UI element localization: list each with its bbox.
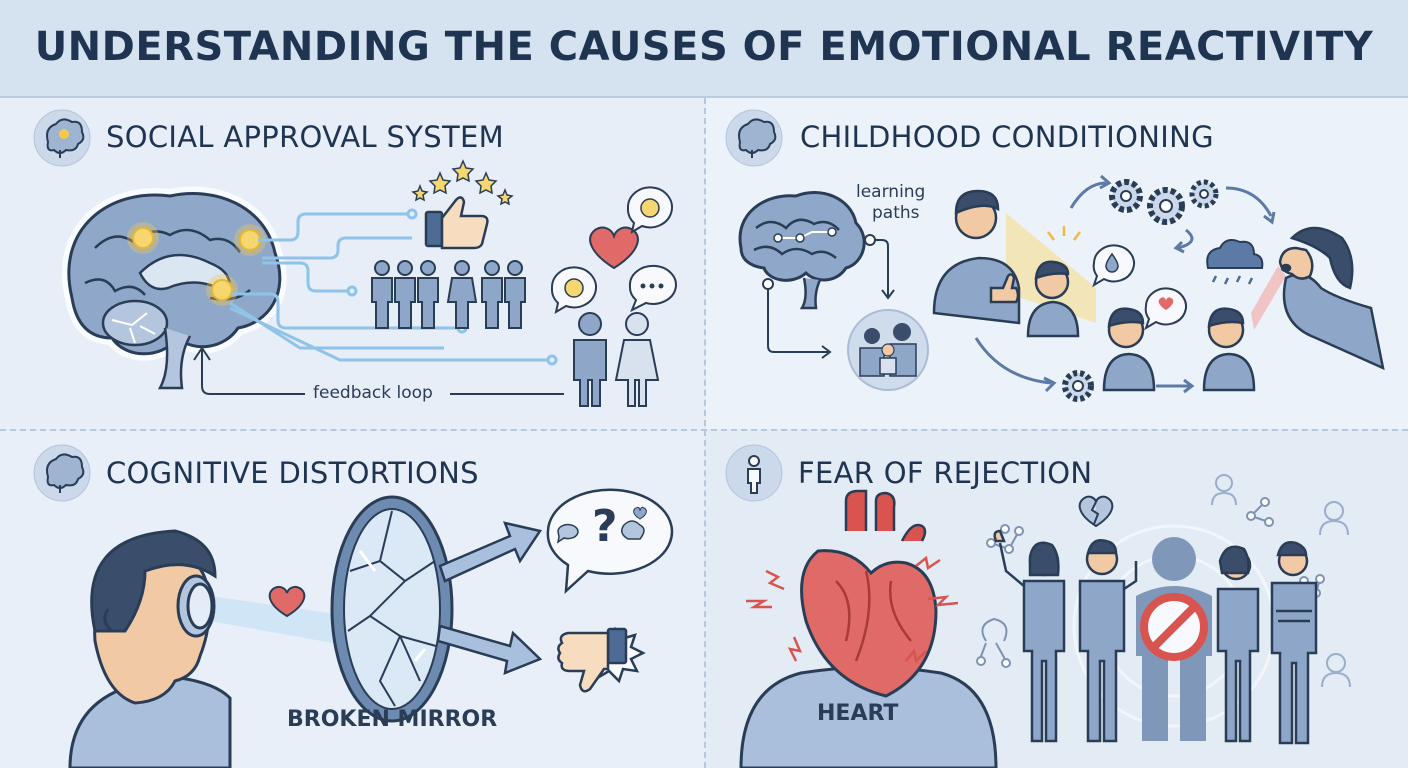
panel-fear-of-rejection: FEAR OF REJECTION HEART (706, 431, 1408, 768)
smile-speech-bubble (626, 186, 673, 235)
question-mark-icon: ? (592, 501, 618, 552)
title-bar: UNDERSTANDING THE CAUSES OF EMOTIONAL RE… (0, 0, 1408, 98)
network-icons (976, 497, 1325, 668)
faint-person-icons (1211, 474, 1351, 688)
crowd-icons (371, 260, 526, 329)
gear-icons (1062, 179, 1219, 402)
parent-figure (932, 189, 1096, 325)
family-icon (847, 309, 929, 391)
distortion-arrows (436, 521, 543, 675)
section-title-fear: FEAR OF REJECTION (798, 456, 1093, 490)
brain-illustration (738, 191, 866, 310)
vision-beam (210, 596, 350, 646)
child-figure (1202, 307, 1256, 392)
learning-paths-label-line-1: learning (856, 182, 926, 202)
section-title-social: SOCIAL APPROVAL SYSTEM (106, 120, 504, 154)
neural-connections (229, 208, 558, 366)
shouting-adult-figure (1251, 226, 1385, 371)
group-figures (993, 529, 1318, 745)
learning-path-arrows (762, 234, 895, 359)
broken-mirror (330, 495, 454, 723)
childhood-conditioning-illustration (725, 109, 1385, 402)
fear-of-rejection-illustration (725, 444, 1351, 768)
tear-speech-bubble (1092, 244, 1135, 288)
learning-paths-label-line-2: paths (872, 203, 920, 223)
panel-childhood-conditioning: CHILDHOOD CONDITIONING learning paths (706, 98, 1408, 429)
feedback-loop-label: feedback loop (313, 383, 433, 403)
child-figure (1102, 307, 1156, 392)
shock-lines (746, 555, 959, 664)
flow-arrows (974, 174, 1276, 394)
brain-illustration (61, 186, 287, 390)
panel-social-approval-system: SOCIAL APPROVAL SYSTEM feedback loop (0, 98, 704, 429)
prohibition-icon (1140, 593, 1208, 661)
sparkle-icon (1047, 226, 1081, 241)
section-title-childhood: CHILDHOOD CONDITIONING (800, 120, 1214, 154)
anatomical-heart (800, 489, 938, 698)
child-figure (1026, 260, 1080, 338)
panel-cognitive-distortions: ? COGNITIVE DISTORTIONS BROKEN MIRROR (0, 431, 704, 768)
feedback-loop-arrow (193, 347, 564, 395)
star-icons (411, 159, 514, 206)
heart-speech-bubble (1144, 287, 1187, 331)
person-icon (725, 444, 783, 502)
smile-speech-bubble (550, 266, 597, 315)
brain-icon (33, 444, 91, 502)
brain-icon (33, 109, 91, 167)
confused-speech-bubble: ? (546, 488, 674, 595)
section-title-cognitive: COGNITIVE DISTORTIONS (106, 456, 479, 490)
horizontal-divider (0, 429, 1408, 431)
heart-icon (268, 585, 306, 618)
broken-heart-icon (1078, 495, 1114, 528)
cognitive-distortions-illustration: ? (33, 444, 674, 768)
storm-cloud-icon (1206, 239, 1264, 285)
ellipsis-speech-bubble (628, 264, 677, 313)
brain-activity-nodes (127, 222, 266, 306)
social-approval-illustration (33, 109, 677, 407)
broken-mirror-label: BROKEN MIRROR (287, 707, 498, 732)
couple-figures (573, 312, 660, 407)
page-title: UNDERSTANDING THE CAUSES OF EMOTIONAL RE… (34, 24, 1374, 70)
heart-icon (589, 226, 639, 270)
thumbs-down-icon (557, 626, 646, 693)
person-with-lens (68, 529, 232, 768)
vertical-divider (704, 98, 706, 768)
heart-label: HEART (817, 701, 899, 726)
thumbs-up-icon (424, 196, 489, 250)
brain-icon (725, 109, 783, 167)
